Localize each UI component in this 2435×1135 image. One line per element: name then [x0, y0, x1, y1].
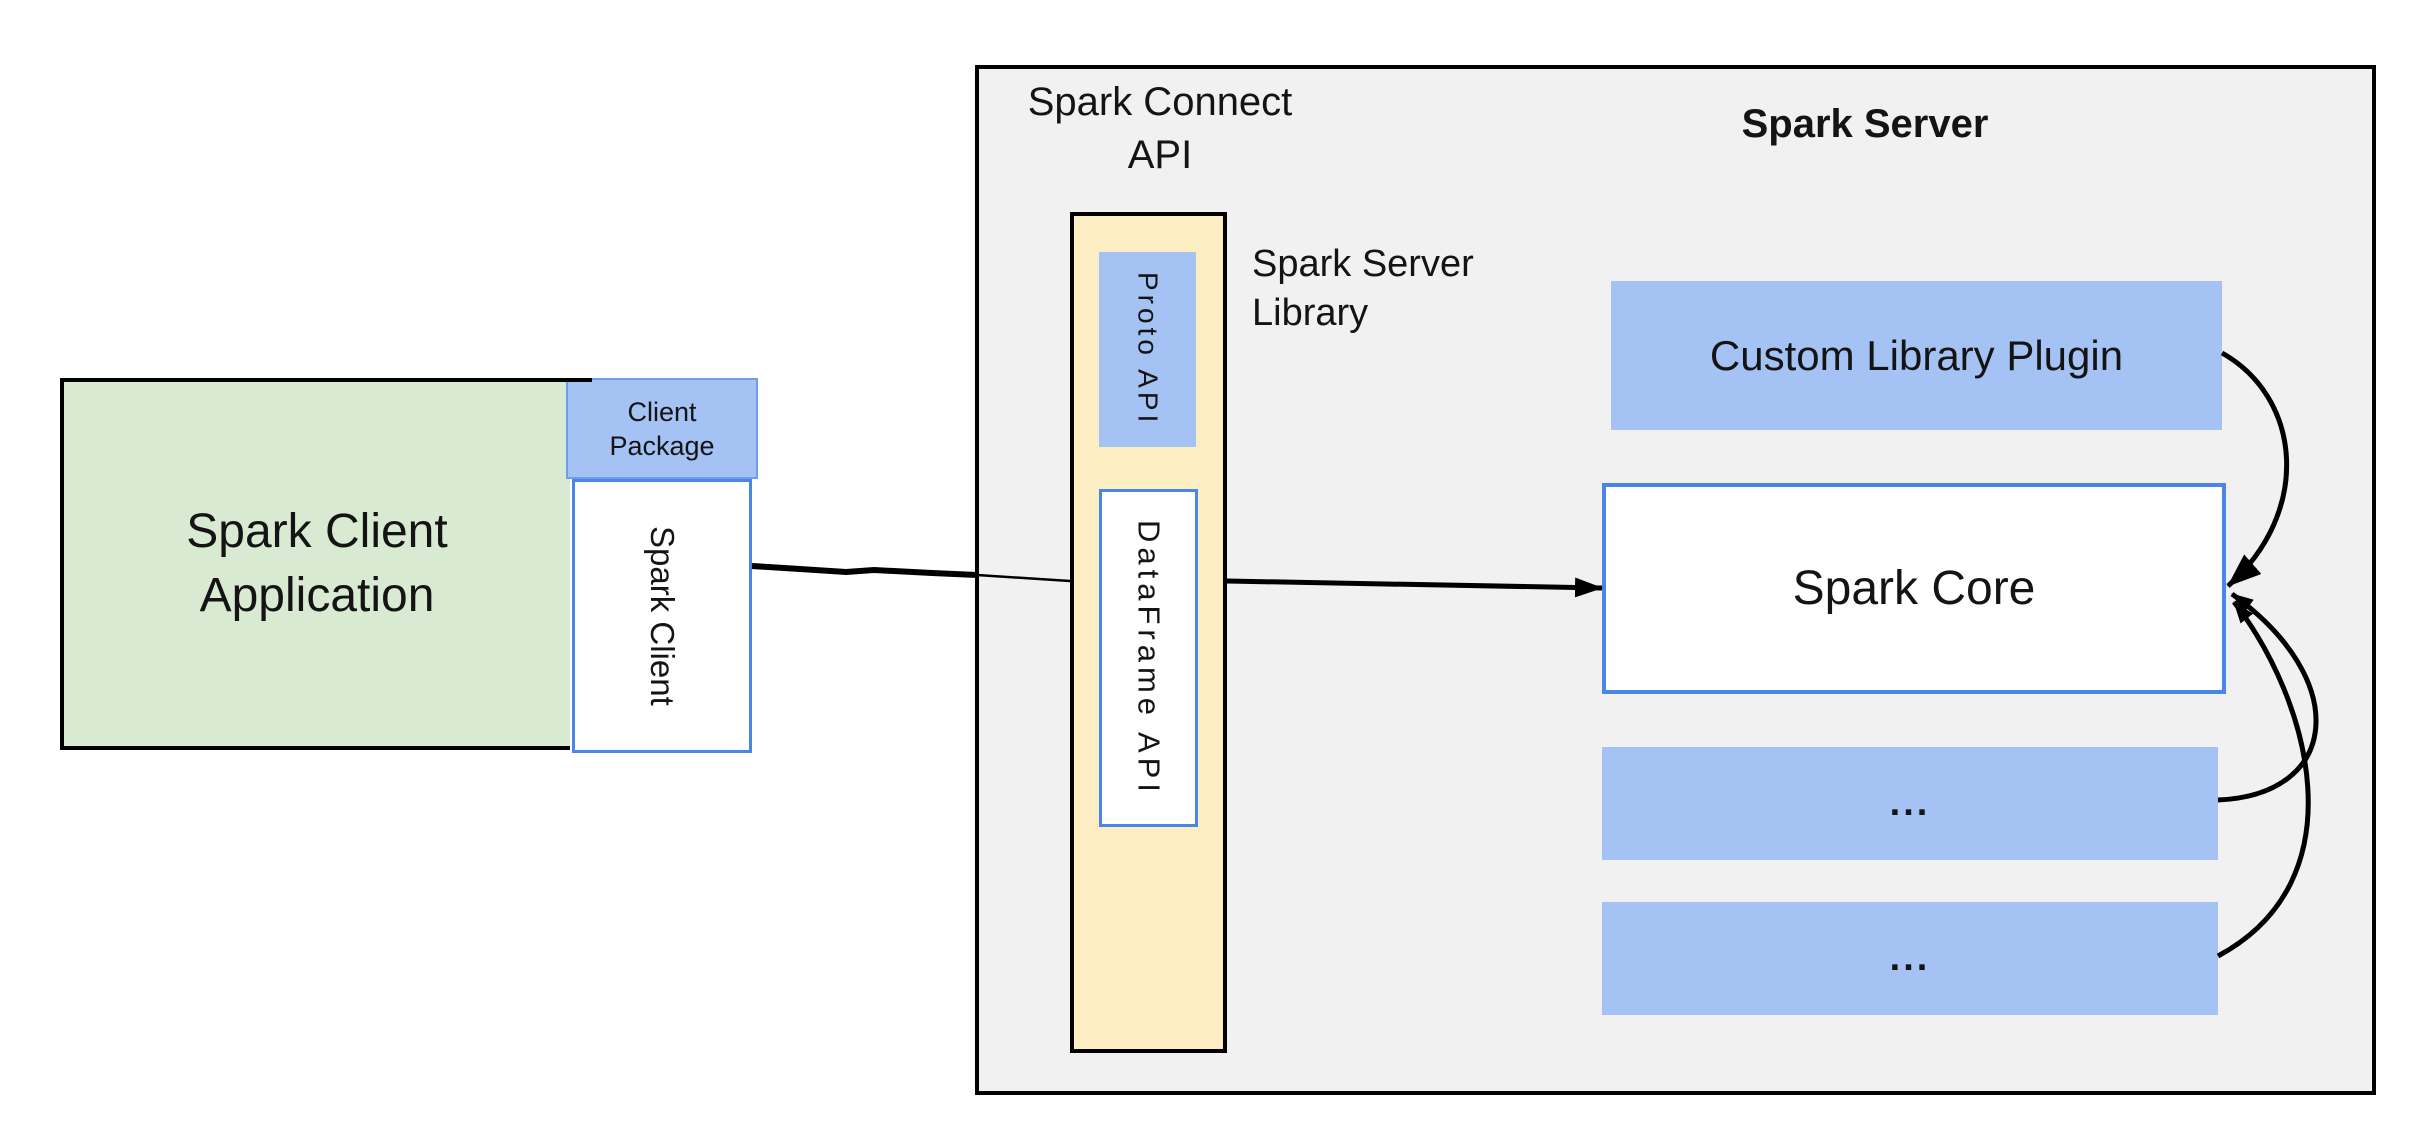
spark-core-box: Spark Core [1602, 483, 2226, 694]
client-to-container-line [751, 563, 978, 578]
spark-server-library-line2: Library [1252, 292, 1369, 334]
client-package-line2: Package [609, 430, 715, 461]
spark-client-application-box: Spark Client Application [60, 378, 570, 750]
spark-client-box: Spark Client [572, 479, 752, 753]
spark-server-title: Spark Server [1741, 102, 1989, 146]
spark-connect-api-line1: Spark Connect [1027, 80, 1293, 124]
spark-server-library-label: Spark Server Library [1252, 240, 1552, 338]
proto-api-box: Proto API [1099, 252, 1196, 447]
spark-client-application-line2: Application [199, 569, 435, 622]
client-package-line1: Client [627, 396, 697, 427]
plugin-slot-box-1: ... [1602, 747, 2218, 860]
dataframe-api-box: DataFrame API [1099, 489, 1198, 827]
client-package-label: Client Package [609, 395, 714, 463]
spark-server-library-line1: Spark Server [1252, 243, 1474, 285]
custom-library-plugin-box: Custom Library Plugin [1611, 281, 2222, 430]
plugin-slot-box-2: ... [1602, 902, 2218, 1015]
spark-client-application-label: Spark Client Application [186, 500, 447, 628]
spark-connect-api-label: Spark Connect API [985, 76, 1335, 182]
client-package-box: Client Package [566, 378, 758, 479]
spark-client-application-line1: Spark Client [186, 505, 448, 558]
spark-connect-api-line2: API [1127, 133, 1193, 177]
